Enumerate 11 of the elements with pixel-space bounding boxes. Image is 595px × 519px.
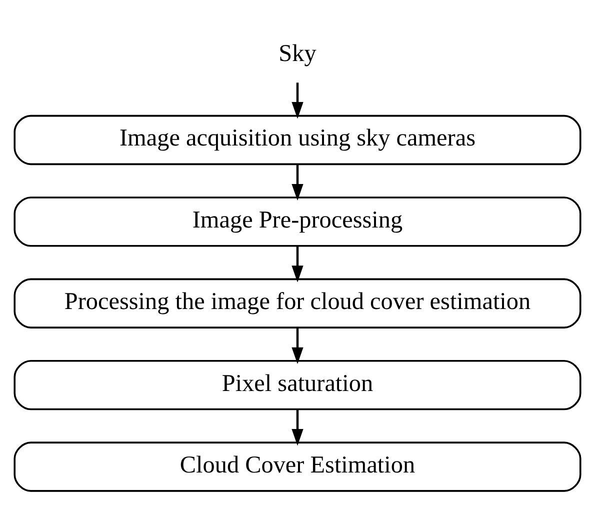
arrow bbox=[292, 328, 304, 364]
arrow bbox=[292, 164, 304, 201]
node-box: Image Pre-processing bbox=[14, 196, 582, 247]
node-box: Cloud Cover Estimation bbox=[14, 442, 582, 492]
arrow bbox=[292, 82, 304, 119]
arrow bbox=[292, 409, 304, 446]
node-box: Pixel saturation bbox=[14, 360, 582, 410]
node-box: Processing the image for cloud cover estimation bbox=[14, 278, 582, 328]
node-text: Sky bbox=[278, 40, 316, 68]
node-box: Image acquisition using sky cameras bbox=[14, 114, 582, 166]
arrow bbox=[292, 246, 304, 282]
